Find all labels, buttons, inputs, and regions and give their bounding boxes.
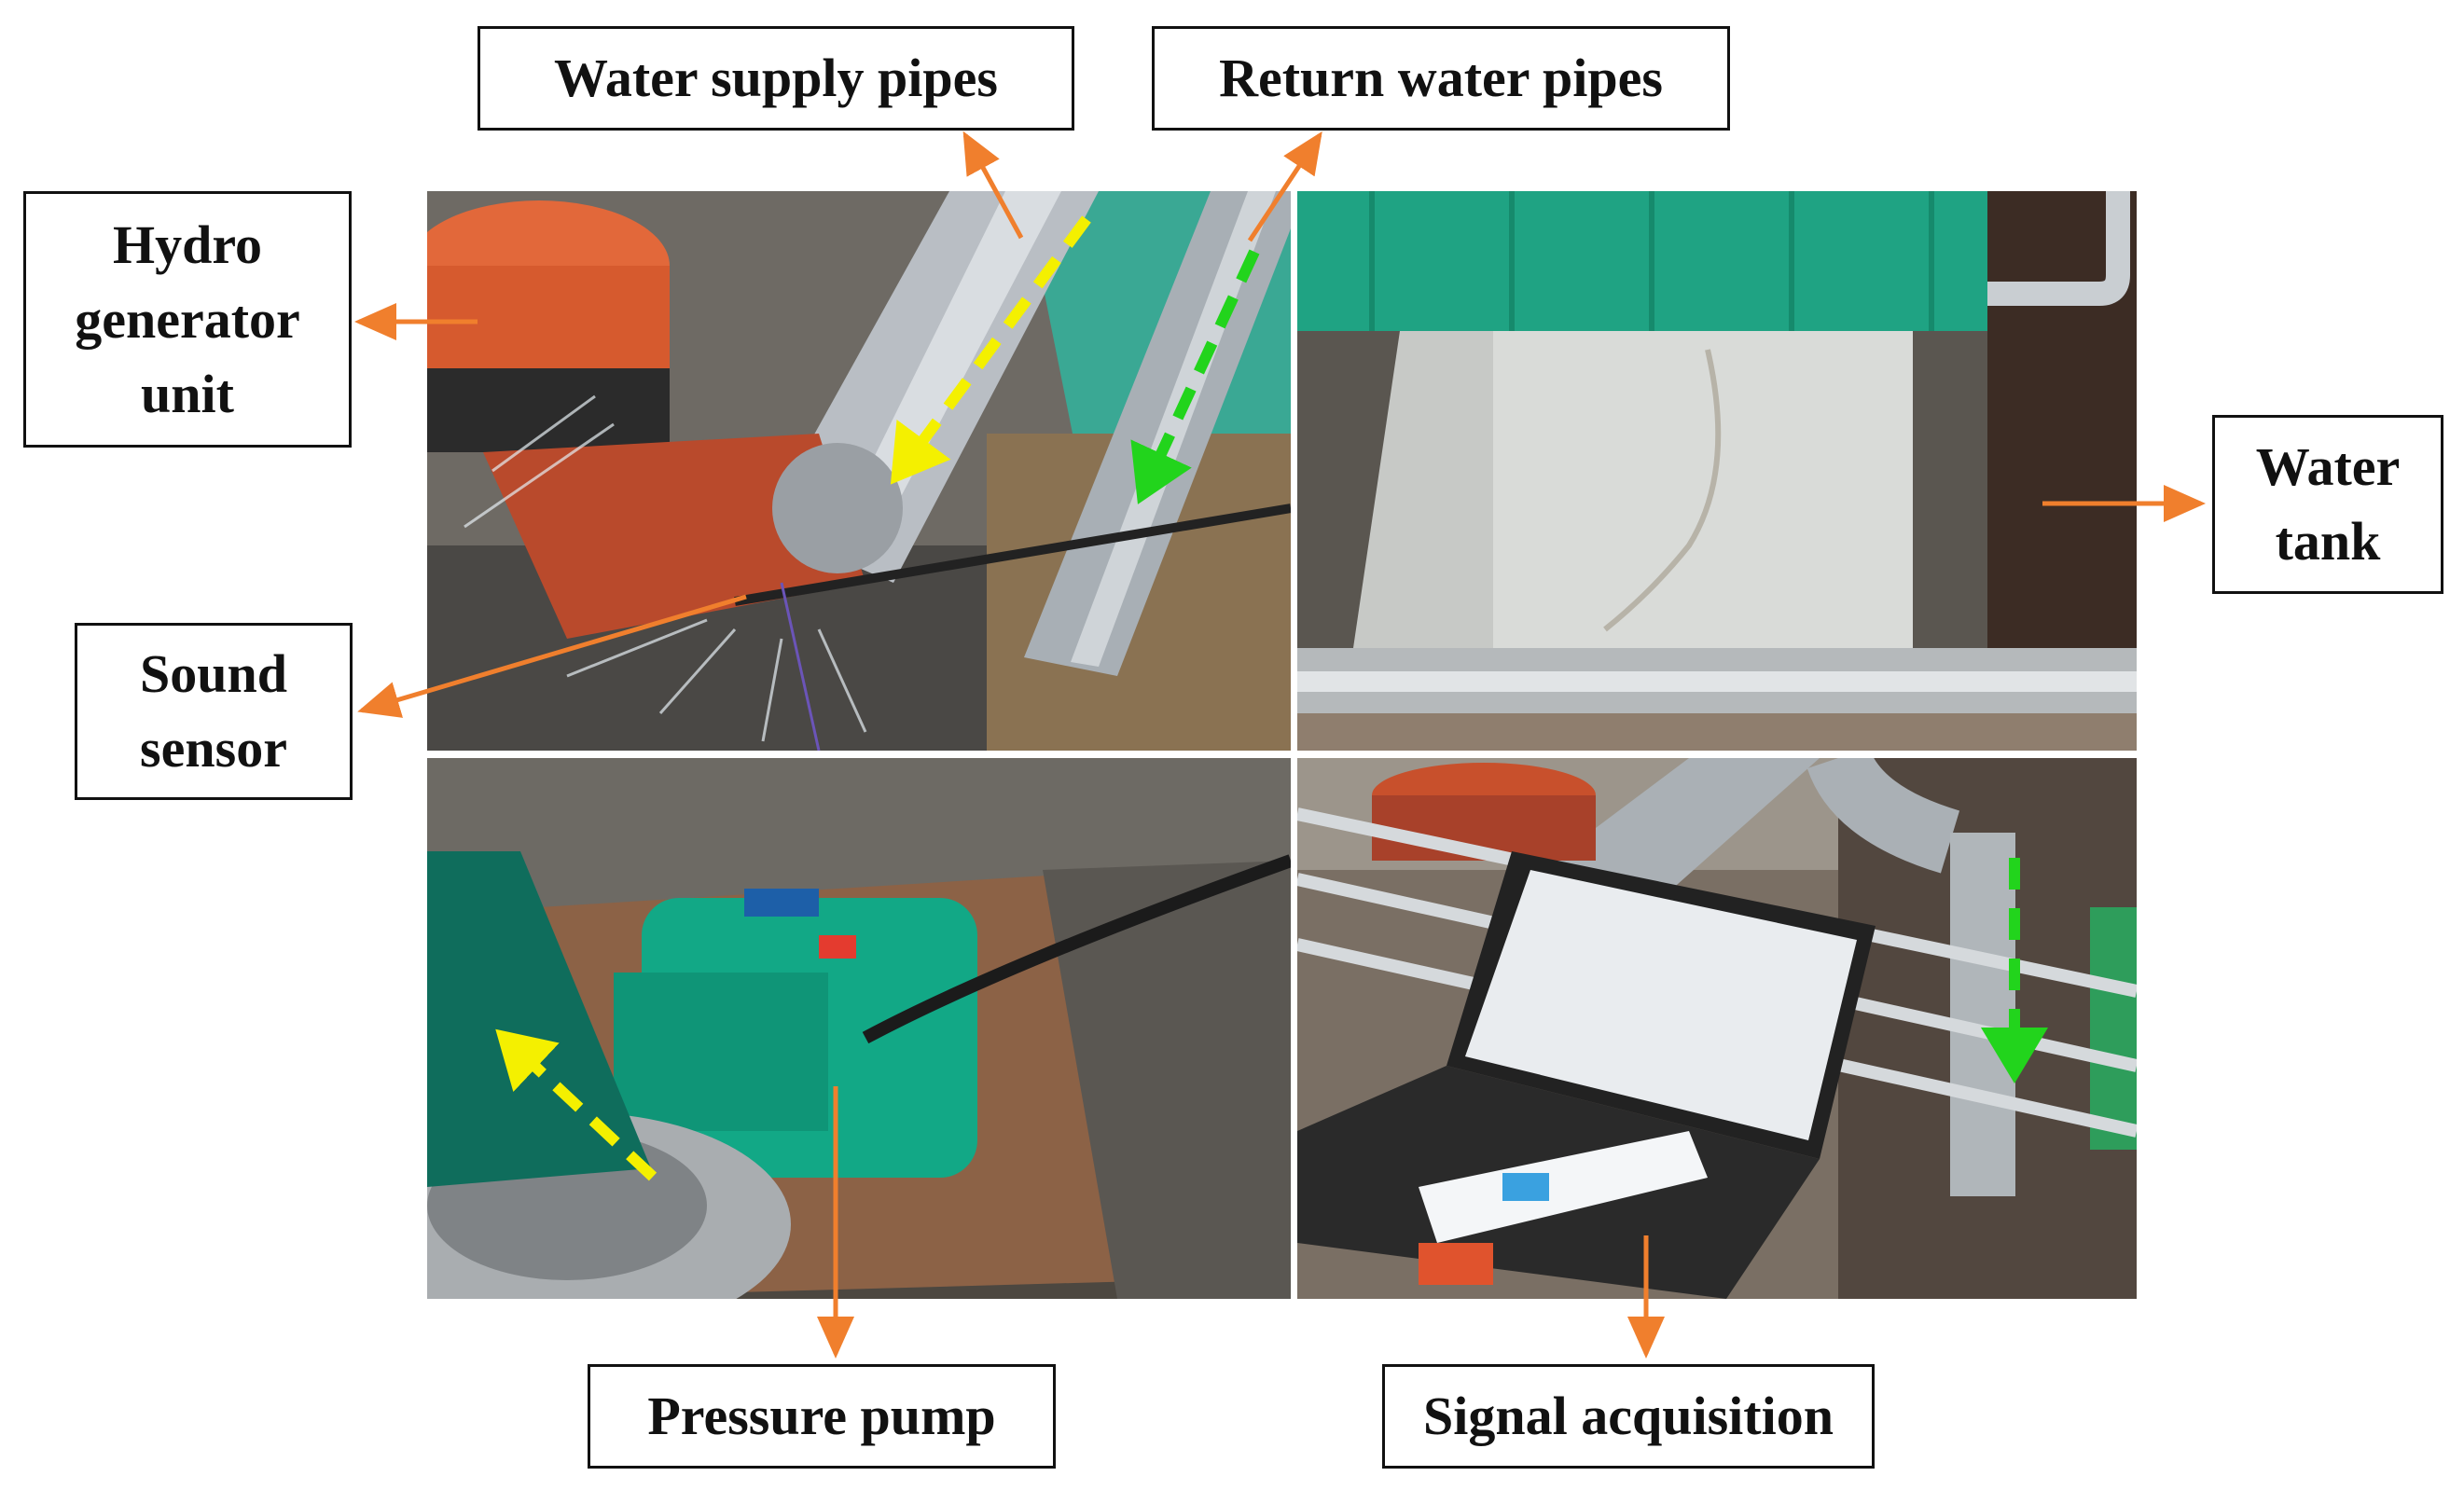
label-sound-line-2: sensor <box>140 718 287 779</box>
label-sound-sensor: Sound sensor <box>75 623 353 800</box>
label-hydro-line-1: Hydro <box>112 214 263 275</box>
photo-pressure-pump <box>427 758 1291 1299</box>
photo-signal-acquisition <box>1297 758 2137 1299</box>
label-return-water-pipes-text: Return water pipes <box>1219 48 1663 108</box>
label-hydro-generator-unit: Hydro generator unit <box>23 191 352 448</box>
label-pressure-pump-text: Pressure pump <box>647 1386 996 1446</box>
photo-hydro-generator-and-pipes <box>427 191 1291 751</box>
label-signal-acquisition-text: Signal acquisition <box>1423 1386 1834 1446</box>
photo-water-tank <box>1297 191 2137 751</box>
label-hydro-line-2: generator <box>75 288 300 350</box>
label-signal-acquisition: Signal acquisition <box>1382 1364 1875 1469</box>
label-sound-line-1: Sound <box>139 643 288 704</box>
label-water-supply-pipes-text: Water supply pipes <box>554 48 998 108</box>
label-water-supply-pipes: Water supply pipes <box>478 26 1074 131</box>
label-return-water-pipes: Return water pipes <box>1152 26 1730 131</box>
label-hydro-line-3: unit <box>141 363 234 424</box>
label-pressure-pump: Pressure pump <box>588 1364 1056 1469</box>
label-water-tank: Water tank <box>2212 415 2443 594</box>
label-tank-line-2: tank <box>2275 511 2381 572</box>
label-tank-line-1: Water <box>2255 436 2401 497</box>
